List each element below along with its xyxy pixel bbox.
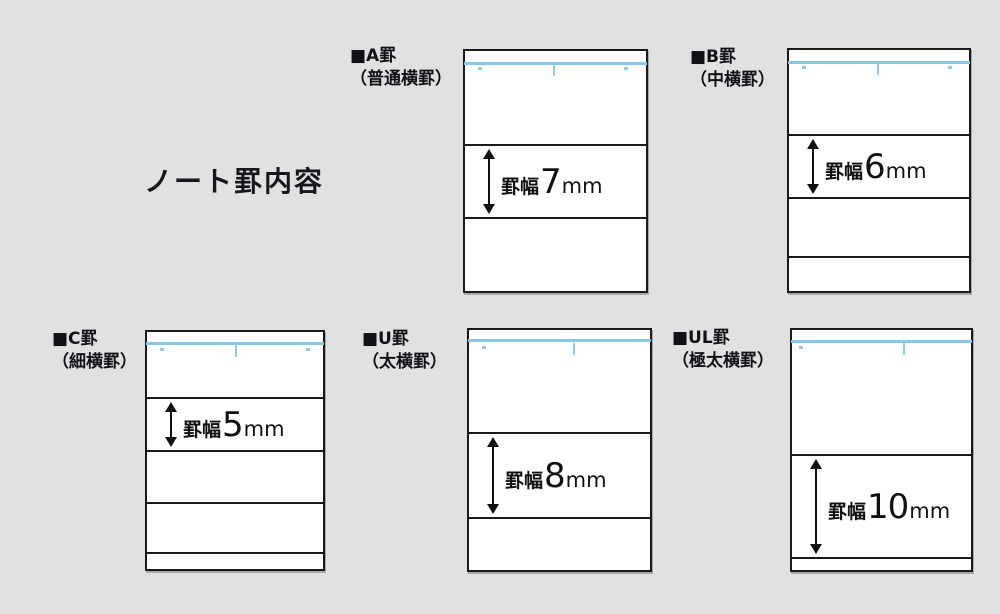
- arrowhead-up-icon: [810, 459, 822, 469]
- rule-width-prefix: 罫幅: [183, 418, 222, 441]
- double-arrow-icon: [164, 402, 178, 447]
- double-arrow-icon: [482, 149, 496, 214]
- tick-mark-right: [306, 348, 310, 351]
- arrow-shaft: [812, 147, 814, 186]
- arrowhead-up-icon: [487, 437, 499, 447]
- rule-sample-card-c: 罫幅 5 mm: [145, 330, 325, 571]
- rule-width-prefix: 罫幅: [501, 175, 540, 198]
- rule-width-unit: mm: [243, 416, 285, 441]
- rule-width-value: 7: [540, 161, 562, 202]
- rule-width-prefix: 罫幅: [825, 160, 864, 183]
- double-arrow-icon: [486, 437, 500, 514]
- rule-type-label-c: ■C罫 （細横罫）: [52, 328, 137, 374]
- rule-width-value: 10: [867, 486, 909, 527]
- rule-line: [468, 517, 651, 519]
- rule-line: [464, 217, 647, 219]
- rule-sample-card-a: 罫幅 7 mm: [463, 49, 648, 293]
- double-arrow-icon: [809, 459, 823, 554]
- rule-line: [791, 454, 972, 456]
- rule-line: [146, 397, 324, 399]
- arrowhead-up-icon: [807, 139, 819, 149]
- tick-mark-left: [482, 346, 486, 349]
- arrow-shaft: [492, 445, 494, 506]
- tick-mark-center: [903, 343, 905, 355]
- rule-width-unit: mm: [565, 467, 607, 492]
- rule-width-prefix: 罫幅: [828, 500, 867, 523]
- arrow-shaft: [170, 410, 172, 439]
- arrowhead-down-icon: [807, 184, 819, 194]
- rule-type-label-u: ■U罫 （太横罫）: [362, 328, 447, 374]
- arrow-shaft: [488, 157, 490, 206]
- page-title: ノート罫内容: [144, 165, 325, 198]
- rule-width-label: 罫幅 7 mm: [501, 162, 603, 202]
- rule-width-label: 罫幅 6 mm: [825, 147, 927, 187]
- rule-width-label: 罫幅 10 mm: [828, 487, 950, 527]
- measure-row: 罫幅 6 mm: [789, 136, 969, 197]
- rule-type-label-ul: ■UL罫 （極太横罫）: [672, 327, 774, 373]
- rule-sample-card-u: 罫幅 8 mm: [467, 328, 652, 572]
- rule-line: [788, 256, 970, 258]
- rule-type-subname: （中横罫）: [690, 70, 775, 90]
- header-rule-line: [468, 339, 651, 342]
- rule-type-name: ■C罫: [52, 329, 98, 349]
- rule-type-subname: （普通横罫）: [350, 69, 452, 89]
- header-rule-line: [146, 342, 324, 345]
- rule-type-subname: （極太横罫）: [672, 351, 774, 371]
- header-rule-line: [788, 61, 970, 64]
- rule-type-name: ■UL罫: [672, 328, 730, 348]
- arrow-shaft: [815, 467, 817, 546]
- arrowhead-up-icon: [483, 149, 495, 159]
- measure-row: 罫幅 7 mm: [465, 146, 646, 217]
- rule-width-unit: mm: [561, 173, 603, 198]
- rule-line: [468, 432, 651, 434]
- rule-type-label-a: ■A罫 （普通横罫）: [350, 45, 452, 91]
- rule-line: [464, 144, 647, 146]
- rule-type-name: ■B罫: [690, 47, 737, 67]
- rule-width-value: 6: [864, 146, 886, 187]
- tick-mark-center: [553, 64, 555, 76]
- header-rule-line: [791, 340, 972, 343]
- tick-mark-center: [573, 343, 575, 355]
- rule-line: [791, 557, 972, 559]
- rule-line: [788, 134, 970, 136]
- arrowhead-down-icon: [483, 204, 495, 214]
- rule-sample-card-b: 罫幅 6 mm: [787, 48, 971, 293]
- measure-row: 罫幅 10 mm: [792, 456, 971, 557]
- rule-line: [146, 450, 324, 452]
- tick-mark-left: [799, 346, 803, 349]
- rule-line: [788, 197, 970, 199]
- tick-mark-left: [802, 66, 806, 69]
- rule-type-subname: （太横罫）: [362, 352, 447, 372]
- rule-width-unit: mm: [909, 498, 951, 523]
- arrowhead-down-icon: [810, 544, 822, 554]
- rule-type-subname: （細横罫）: [52, 352, 137, 372]
- tick-mark-center: [877, 63, 879, 75]
- tick-mark-right: [948, 66, 952, 69]
- double-arrow-icon: [806, 139, 820, 194]
- rule-type-name: ■A罫: [350, 46, 397, 66]
- tick-mark-left: [160, 348, 164, 351]
- measure-row: 罫幅 5 mm: [147, 399, 323, 450]
- rule-width-prefix: 罫幅: [505, 469, 544, 492]
- arrowhead-down-icon: [487, 504, 499, 514]
- rule-width-value: 8: [544, 455, 566, 496]
- measure-row: 罫幅 8 mm: [469, 434, 650, 517]
- rule-width-unit: mm: [885, 158, 927, 183]
- tick-mark-left: [478, 67, 482, 70]
- rule-type-label-b: ■B罫 （中横罫）: [690, 46, 775, 92]
- rule-sample-card-ul: 罫幅 10 mm: [790, 328, 973, 572]
- rule-line: [146, 502, 324, 504]
- arrowhead-up-icon: [165, 402, 177, 412]
- tick-mark-right: [624, 67, 628, 70]
- tick-mark-center: [235, 345, 237, 357]
- rule-type-name: ■U罫: [362, 329, 409, 349]
- header-rule-line: [464, 62, 647, 65]
- rule-width-label: 罫幅 8 mm: [505, 456, 607, 496]
- rule-width-value: 5: [222, 404, 244, 445]
- rule-line: [146, 552, 324, 554]
- arrowhead-down-icon: [165, 437, 177, 447]
- rule-width-label: 罫幅 5 mm: [183, 405, 285, 445]
